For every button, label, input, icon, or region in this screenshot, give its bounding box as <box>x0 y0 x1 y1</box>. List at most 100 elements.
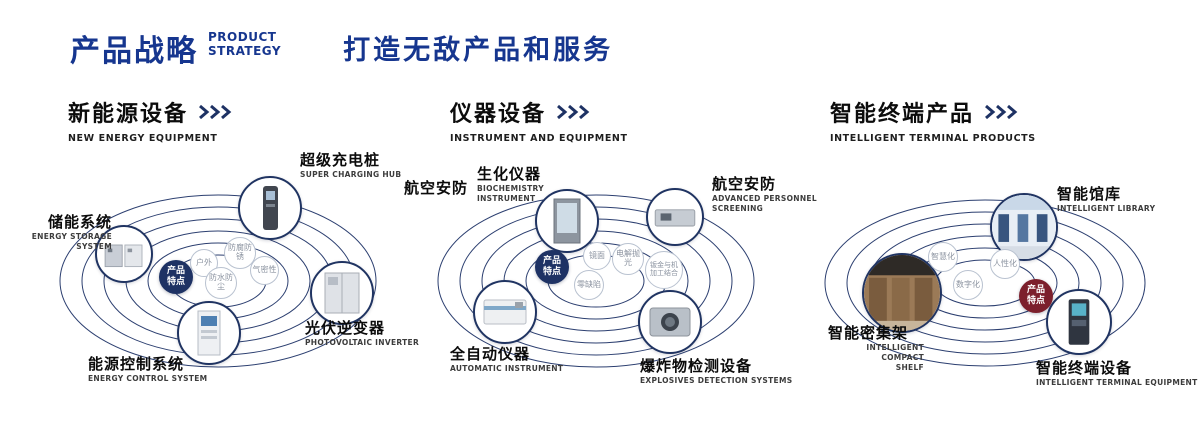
label-en: PHOTOVOLTAIC INVERTER <box>305 337 420 347</box>
label-en: ENERGY CONTROL SYSTEM <box>88 373 208 383</box>
tag-label: 零缺陷 <box>577 279 601 289</box>
intelligent-compact-shelf-image <box>864 255 940 331</box>
section-header-terminal: 智能终端产品 INTELLIGENT TERMINAL PRODUCTS <box>830 96 1036 144</box>
feature-tag: 人性化 <box>990 249 1020 279</box>
label-en: INTELLIGENT LIBRARY <box>1057 203 1156 213</box>
badge-label: 产品特点 <box>166 266 185 287</box>
product-features-badge: 产品特点 <box>535 250 569 284</box>
tag-label: 钣金与机加工结合 <box>650 261 678 277</box>
energy-storage-node <box>95 225 153 283</box>
triple-chevron-icon <box>557 104 590 120</box>
tag-label: 人性化 <box>993 258 1017 268</box>
explosives-detection-node <box>638 290 702 354</box>
page-header: 产品战略 PRODUCT STRATEGY 打造无敌产品和服务 <box>70 26 613 70</box>
intelligent-compact-shelf-label: 智能密集架 INTELLIGENT COMPACT SHELF <box>828 324 924 373</box>
biochemistry-instrument-image <box>553 198 581 244</box>
section-subtitle: NEW ENERGY EQUIPMENT <box>68 133 218 144</box>
label-en: SUPER CHARGING HUB <box>300 169 402 179</box>
tag-label: 智慧化 <box>931 251 955 261</box>
label-en: AUTOMATIC INSTRUMENT <box>450 363 564 373</box>
tag-label: 防腐防锈 <box>228 243 252 261</box>
label-en: SHELF <box>895 363 924 372</box>
label-cn: 超级充电桩 <box>300 151 381 169</box>
label-cn: 智能馆库 <box>1057 185 1122 203</box>
feature-tag: 防腐防锈 <box>224 237 256 269</box>
intelligent-terminal-node <box>1046 289 1112 355</box>
label-cn: 能源控制系统 <box>88 355 185 373</box>
label-en: ENERGY STORAGE <box>31 231 112 241</box>
section-title: 智能终端产品 <box>830 102 975 127</box>
label-en: ADVANCED PERSONNEL <box>712 193 817 203</box>
label-cn: 航空安防 <box>712 175 777 193</box>
page-title: 产品战略 <box>70 34 198 69</box>
page-title-en: PRODUCT STRATEGY <box>208 30 281 59</box>
label-cn: 航空安防 <box>404 179 469 197</box>
feature-tag: 防水防尘 <box>205 267 237 299</box>
super-charging-hub-image <box>263 186 278 230</box>
triple-chevron-icon <box>199 104 232 120</box>
intelligent-compact-shelf-node <box>862 253 942 333</box>
intelligent-terminal-label: 智能终端设备 INTELLIGENT TERMINAL EQUIPMENT <box>1036 359 1198 388</box>
energy-control-system-image <box>197 310 221 356</box>
tag-label: 防水防尘 <box>209 273 233 291</box>
feature-tag: 智慧化 <box>928 242 958 272</box>
feature-tag: 数字化 <box>953 270 983 300</box>
page-title-en-line1: PRODUCT <box>208 30 277 44</box>
section-subtitle: INSTRUMENT AND EQUIPMENT <box>450 133 628 144</box>
feature-tag: 钣金与机加工结合 <box>645 251 683 289</box>
label-en: BIOCHEMISTRY <box>477 183 544 193</box>
label-cn: 全自动仪器 <box>450 345 531 363</box>
automatic-instrument-label: 全自动仪器 AUTOMATIC INSTRUMENT <box>450 345 563 374</box>
energy-storage-label: 储能系统 ENERGY STORAGE SYSTEM <box>28 213 112 252</box>
page-slogan: 打造无敌产品和服务 <box>343 35 614 66</box>
tag-label: 数字化 <box>956 279 980 289</box>
biochemistry-instrument-label: 生化仪器 BIOCHEMISTRY INSTRUMENT <box>477 165 544 204</box>
product-features-badge: 产品特点 <box>159 260 193 294</box>
explosives-detection-label: 爆炸物检测设备 EXPLOSIVES DETECTION SYSTEMS <box>640 357 792 386</box>
section-title: 新能源设备 <box>68 102 189 127</box>
super-charging-hub-node <box>238 176 302 240</box>
label-en: INTELLIGENT COMPACT <box>866 342 924 362</box>
feature-tag: 电解抛光 <box>612 243 644 275</box>
feature-tag: 零缺陷 <box>574 270 604 300</box>
label-en: INTELLIGENT TERMINAL EQUIPMENT <box>1036 377 1198 387</box>
aviation-security-node <box>646 188 704 246</box>
label-en: SCREENING <box>712 203 764 213</box>
photovoltaic-inverter-node <box>310 261 374 325</box>
label-en: SYSTEM <box>76 241 112 251</box>
explosives-detection-image <box>649 307 691 337</box>
aviation-security-label: 航空安防 ADVANCED PERSONNEL SCREENING <box>712 175 817 214</box>
tag-label: 户外 <box>196 257 212 267</box>
energy-storage-image <box>104 244 143 268</box>
badge-label: 产品特点 <box>1026 285 1045 306</box>
section-header-new-energy: 新能源设备 NEW ENERGY EQUIPMENT <box>68 96 232 144</box>
feature-tag: 气密性 <box>250 256 279 285</box>
tag-label: 镜面 <box>589 250 605 260</box>
label-cn: 智能终端设备 <box>1036 359 1133 377</box>
label-en: INSTRUMENT <box>477 193 536 203</box>
energy-control-system-label: 能源控制系统 ENERGY CONTROL SYSTEM <box>88 355 207 384</box>
section-subtitle: INTELLIGENT TERMINAL PRODUCTS <box>830 133 1036 144</box>
biochemistry-instrument-node <box>535 189 599 253</box>
label-cn: 爆炸物检测设备 <box>640 357 753 375</box>
label-cn: 生化仪器 <box>477 165 542 183</box>
label-cn: 智能密集架 <box>828 324 909 342</box>
super-charging-hub-label: 超级充电桩 SUPER CHARGING HUB <box>300 151 401 180</box>
section-title: 仪器设备 <box>450 102 547 127</box>
section-header-instrument: 仪器设备 INSTRUMENT AND EQUIPMENT <box>450 96 628 144</box>
tag-label: 电解抛光 <box>616 249 640 267</box>
label-en: EXPLOSIVES DETECTION SYSTEMS <box>640 375 793 385</box>
automatic-instrument-image <box>483 299 527 325</box>
intelligent-terminal-image <box>1068 299 1090 345</box>
intelligent-library-label: 智能馆库 INTELLIGENT LIBRARY <box>1057 185 1155 214</box>
photovoltaic-inverter-image <box>324 272 360 314</box>
badge-label: 产品特点 <box>542 256 561 277</box>
photovoltaic-inverter-label: 光伏逆变器 PHOTOVOLTAIC INVERTER <box>305 319 419 348</box>
product-features-badge: 产品特点 <box>1019 279 1053 313</box>
label-cn: 储能系统 <box>47 213 112 231</box>
automatic-instrument-node <box>473 280 537 344</box>
triple-chevron-icon <box>985 104 1018 120</box>
aviation-security-left-label: 航空安防 <box>404 179 468 198</box>
feature-tag: 户外 <box>190 249 218 277</box>
